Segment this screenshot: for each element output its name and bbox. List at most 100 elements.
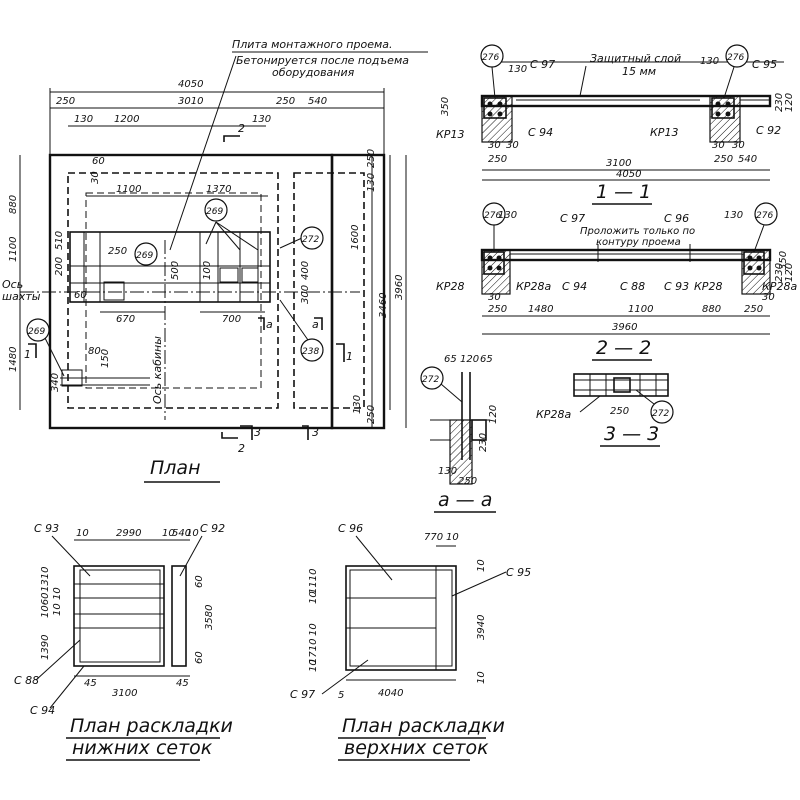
svg-text:45: 45: [176, 678, 189, 689]
svg-text:контуру проема: контуру проема: [596, 237, 681, 248]
svg-text:350: 350: [778, 251, 789, 270]
svg-text:300: 300: [300, 285, 311, 304]
lower-mesh-title-2: нижних сеток: [72, 737, 213, 759]
svg-text:1370: 1370: [206, 184, 231, 195]
svg-text:30: 30: [732, 140, 745, 151]
svg-text:3100: 3100: [606, 158, 631, 169]
callout-269-b: 269: [134, 242, 158, 266]
svg-text:10: 10: [476, 671, 487, 684]
svg-text:1100: 1100: [8, 237, 19, 262]
svg-text:2990: 2990: [116, 528, 141, 539]
callout-269-a: 269: [204, 198, 259, 251]
svg-text:272: 272: [302, 235, 319, 245]
section-3-3-callout-272: 272: [635, 389, 674, 424]
svg-text:1600: 1600: [350, 225, 361, 250]
svg-text:3: 3: [312, 426, 319, 439]
svg-text:276: 276: [482, 53, 499, 63]
svg-text:250: 250: [366, 149, 377, 168]
svg-text:150: 150: [100, 349, 111, 368]
svg-text:30: 30: [488, 292, 501, 303]
svg-text:С 88: С 88: [620, 280, 645, 293]
section-mark-3-left: 3: [240, 425, 261, 440]
svg-text:60: 60: [194, 651, 205, 664]
upper-mesh-plan: 770 10 10 1110 10 10 1710 10 3940 10 404…: [290, 522, 531, 761]
upper-mesh-label-c95: С 95: [506, 566, 531, 579]
plan-view: 4050 250 3010 250 540 130 1200 130 1100 …: [2, 38, 428, 483]
section-2-2: 276 276 130 130 С 97 С 96 Проложить толь…: [436, 202, 797, 361]
upper-mesh-label-c97: С 97: [290, 688, 315, 701]
svg-text:60: 60: [74, 290, 87, 301]
svg-text:10: 10: [52, 603, 63, 616]
svg-text:2: 2: [238, 122, 245, 135]
svg-text:130: 130: [508, 64, 527, 75]
svg-text:3960: 3960: [394, 275, 405, 300]
svg-text:С 97: С 97: [560, 212, 585, 225]
svg-text:60: 60: [92, 156, 105, 167]
svg-text:10: 10: [446, 532, 459, 543]
upper-mesh-title-2: верхних сеток: [344, 737, 489, 759]
cabin-axis-label: Ось кабины: [151, 336, 164, 404]
svg-text:130: 130: [74, 114, 93, 125]
svg-text:1110: 1110: [308, 569, 319, 594]
svg-text:230: 230: [774, 93, 785, 112]
svg-text:250: 250: [488, 154, 507, 165]
lower-mesh-label-c88: С 88: [14, 674, 39, 687]
svg-text:250: 250: [488, 304, 507, 315]
svg-text:65: 65: [444, 354, 457, 365]
section-mark-1-left: 1: [24, 343, 37, 361]
svg-text:770: 770: [424, 532, 443, 543]
callout-238: 238: [279, 299, 324, 362]
svg-text:500: 500: [170, 261, 181, 280]
plan-dim-4050: 4050: [178, 79, 203, 90]
svg-text:700: 700: [222, 314, 241, 325]
svg-text:880: 880: [8, 195, 19, 214]
lower-mesh-label-c93: С 93: [34, 522, 59, 535]
svg-text:шахты: шахты: [2, 290, 41, 303]
svg-text:30: 30: [488, 140, 501, 151]
svg-text:2: 2: [238, 442, 245, 455]
svg-text:КР28: КР28: [436, 280, 464, 293]
svg-text:276: 276: [756, 211, 773, 221]
callout-269-c: 269: [26, 318, 65, 377]
upper-mesh-label-c96: С 96: [338, 522, 363, 535]
svg-text:120: 120: [488, 405, 499, 424]
svg-text:540: 540: [738, 154, 757, 165]
svg-text:276: 276: [727, 53, 744, 63]
svg-text:3960: 3960: [612, 322, 637, 333]
svg-text:1: 1: [346, 350, 353, 363]
plan-note-line1: Плита монтажного проема.: [232, 38, 393, 51]
svg-text:120: 120: [460, 354, 479, 365]
section-1-1-callout-276-right: 276: [723, 44, 749, 99]
lay-along-contour-note: Проложить только по: [580, 226, 695, 237]
svg-text:КР28а: КР28а: [762, 280, 797, 293]
svg-text:КР28а: КР28а: [536, 408, 571, 421]
svg-text:1: 1: [24, 348, 31, 361]
svg-text:540: 540: [172, 528, 191, 539]
svg-text:400: 400: [300, 261, 311, 280]
svg-text:10: 10: [52, 587, 63, 600]
svg-text:3940: 3940: [476, 615, 487, 640]
svg-text:30: 30: [762, 292, 775, 303]
svg-text:130: 130: [700, 56, 719, 67]
svg-text:3460: 3460: [378, 293, 389, 318]
plan-note-line3: оборудования: [272, 66, 355, 79]
svg-text:С 97: С 97: [530, 58, 555, 71]
section-2-2-title: 2 — 2: [596, 337, 651, 359]
svg-text:250: 250: [108, 246, 127, 257]
svg-text:3: 3: [254, 426, 261, 439]
svg-text:238: 238: [302, 347, 319, 357]
svg-text:269: 269: [136, 251, 153, 261]
svg-text:10: 10: [308, 591, 319, 604]
svg-text:100: 100: [202, 261, 213, 280]
svg-text:130: 130: [366, 173, 377, 192]
svg-text:540: 540: [308, 96, 327, 107]
svg-text:10: 10: [162, 528, 175, 539]
svg-text:КР13: КР13: [436, 128, 464, 141]
svg-text:250: 250: [366, 405, 377, 424]
callout-272: 272: [279, 226, 324, 250]
svg-text:С 96: С 96: [664, 212, 689, 225]
svg-text:350: 350: [440, 97, 451, 116]
svg-text:130: 130: [252, 114, 271, 125]
section-mark-3-right: 3: [302, 425, 319, 440]
svg-text:С 94: С 94: [562, 280, 587, 293]
